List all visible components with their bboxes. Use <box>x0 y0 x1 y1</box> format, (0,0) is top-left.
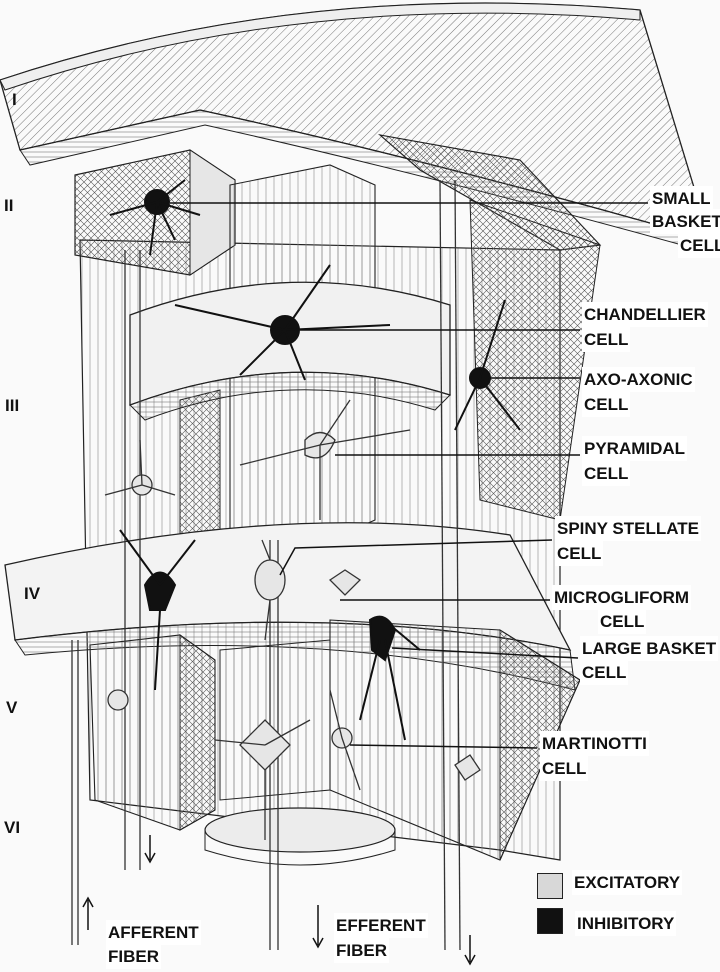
label-pyramidal: PYRAMIDAL <box>582 436 688 461</box>
layer-label-v: V <box>6 698 18 717</box>
fiber-arrows <box>82 835 476 966</box>
label-spiny-stellate-2: CELL <box>555 541 604 566</box>
label-microgliform-2: CELL <box>598 609 647 634</box>
label-small-basket: SMALL <box>650 186 713 211</box>
layer-label-i: I <box>12 90 17 109</box>
layer-label-vi: VI <box>4 818 21 837</box>
legend-excitatory-swatch <box>537 873 563 899</box>
label-martinotti: MARTINOTTI <box>540 731 649 756</box>
layer-label-iv: IV <box>24 584 41 603</box>
label-efferent-2: FIBER <box>334 938 389 963</box>
label-chandellier-2: CELL <box>582 327 631 352</box>
label-large-basket-2: CELL <box>580 660 629 685</box>
layer-vi-disc <box>204 807 396 866</box>
label-pyramidal-2: CELL <box>582 461 631 486</box>
label-efferent: EFFERENT <box>334 913 428 938</box>
label-martinotti-2: CELL <box>540 756 589 781</box>
label-axo-axonic-2: CELL <box>582 392 631 417</box>
legend-excitatory-label: EXCITATORY <box>572 870 683 895</box>
label-large-basket: LARGE BASKET <box>580 636 719 661</box>
label-small-basket-3: CELL <box>678 233 720 258</box>
label-afferent: AFFERENT <box>106 920 201 945</box>
leader-lines <box>170 202 648 749</box>
layer-label-iii: III <box>5 396 20 415</box>
inhibitory-neurons <box>109 179 521 741</box>
label-chandellier: CHANDELLIER <box>582 302 708 327</box>
label-microgliform: MICROGLIFORM <box>552 585 692 610</box>
label-small-basket-2: BASKET <box>650 209 720 234</box>
legend-inhibitory-swatch <box>537 908 563 934</box>
excitatory-neurons <box>104 399 481 840</box>
label-afferent-2: FIBER <box>106 944 161 969</box>
label-axo-axonic: AXO-AXONIC <box>582 367 695 392</box>
layer-label-ii: II <box>4 196 14 215</box>
label-spiny-stellate: SPINY STELLATE <box>555 516 702 541</box>
legend-inhibitory-label: INHIBITORY <box>575 911 677 936</box>
